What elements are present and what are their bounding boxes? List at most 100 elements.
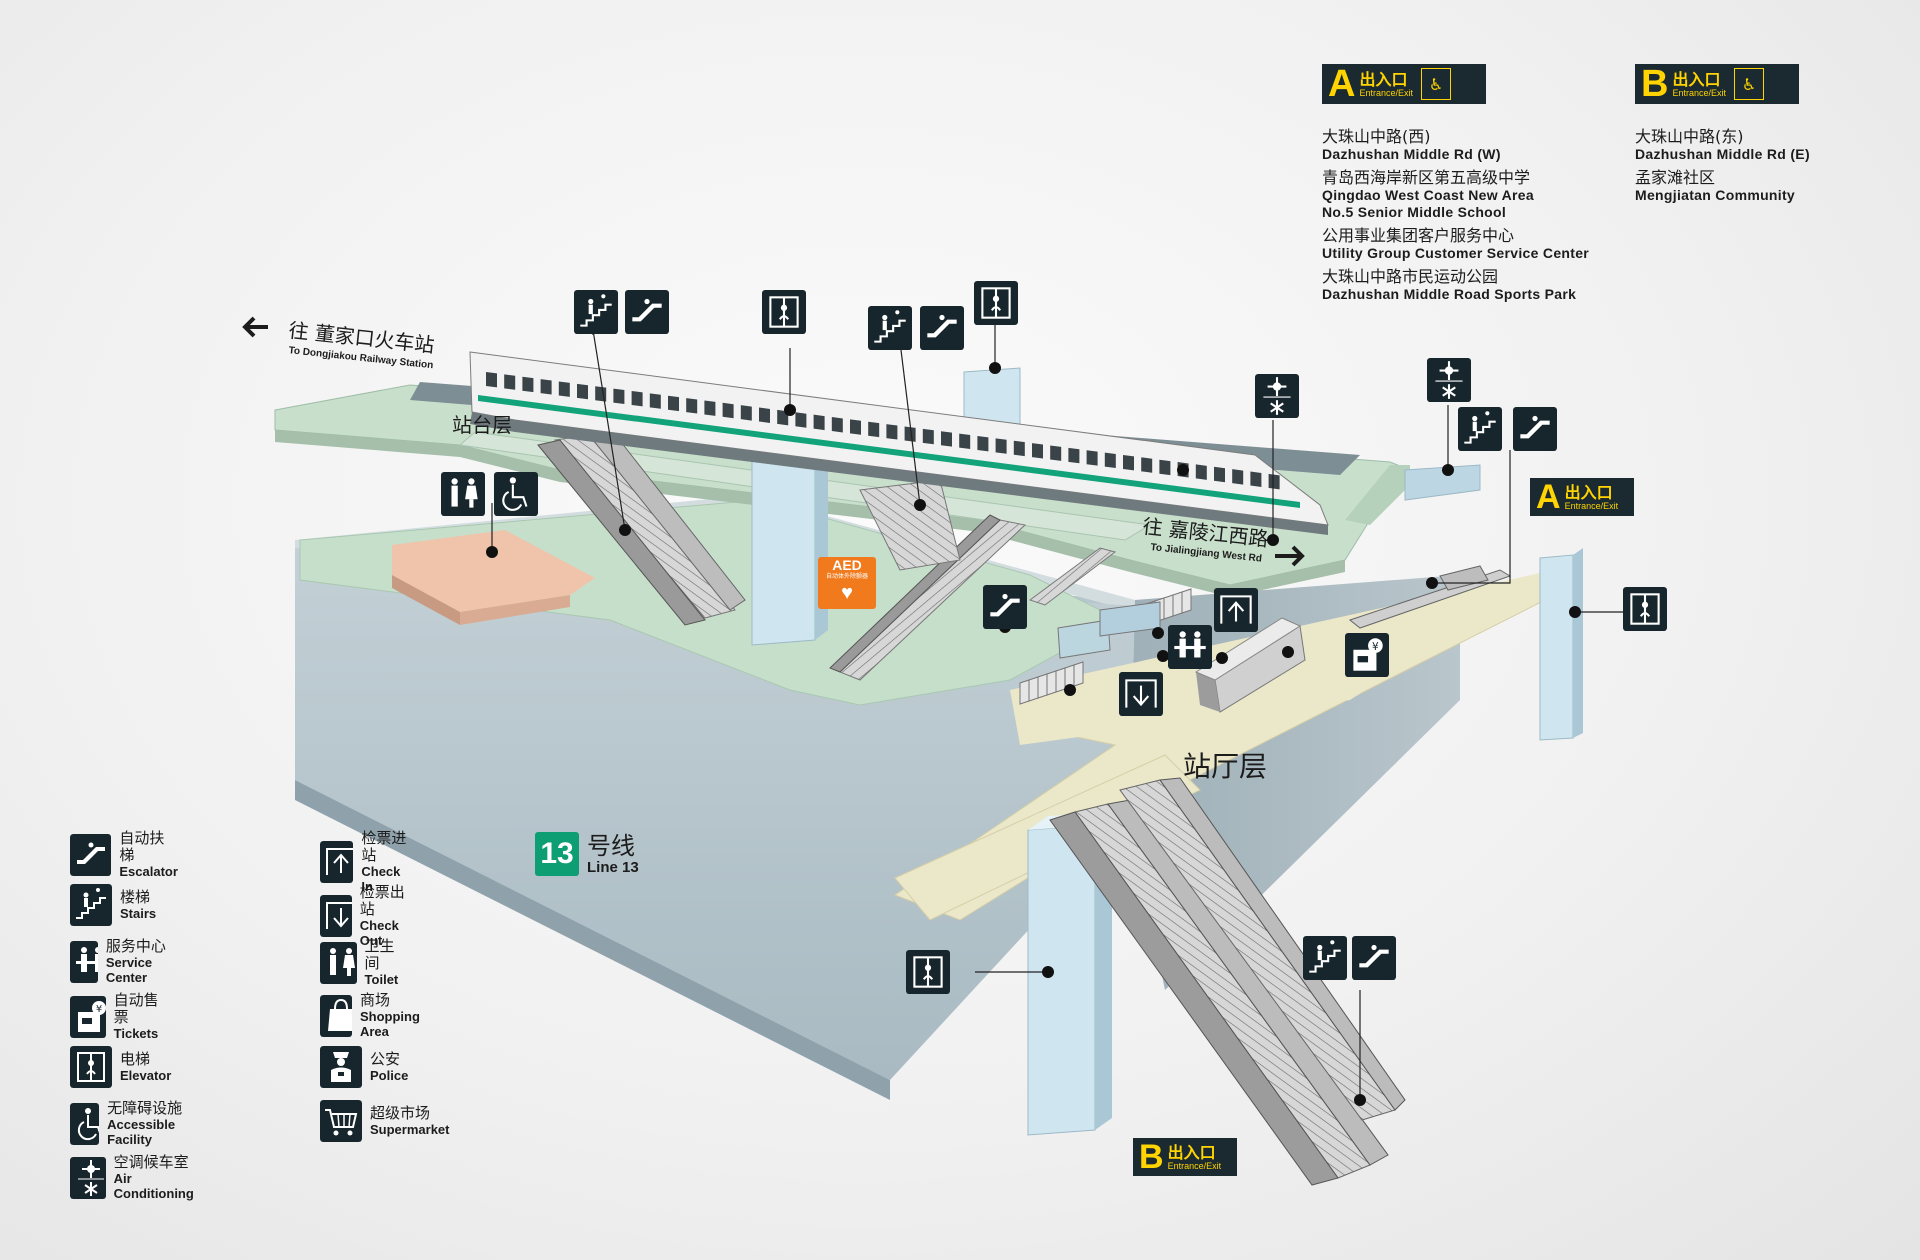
destination-item: 大珠山中路(西)Dazhushan Middle Rd (W) [1322, 127, 1501, 163]
train-window [759, 407, 770, 423]
train-window [1232, 469, 1244, 485]
stairs-icon [574, 290, 618, 334]
service-room [392, 530, 595, 625]
train-window [795, 412, 807, 428]
accessible-icon [494, 472, 538, 516]
callout-dot [1042, 966, 1054, 978]
fare-gate [1037, 673, 1048, 699]
escalator-icon [1513, 407, 1557, 451]
callout-dot [784, 404, 796, 416]
callout-dot [1216, 652, 1228, 664]
callout-dot [1442, 464, 1454, 476]
exit-a-letter: A [1328, 63, 1356, 105]
train-window [704, 400, 716, 416]
check-in-icon [1214, 588, 1258, 632]
check-in-icon [320, 841, 354, 883]
ticket-machine-icon [70, 995, 106, 1038]
stairs-icon [868, 306, 912, 350]
callout-dot [1282, 646, 1294, 658]
callout-dot [1354, 1094, 1366, 1106]
train-window [850, 419, 861, 435]
train-window [613, 388, 625, 404]
concourse-level-label: 站厅层 [1183, 750, 1267, 783]
police-icon [320, 1046, 362, 1088]
train-window [649, 393, 661, 409]
elevator-icon: ♿ [1420, 68, 1451, 100]
train-window [995, 438, 1007, 454]
exit-b-cn: 出入口 [1672, 69, 1721, 89]
train-window [686, 398, 698, 414]
train-window [1214, 466, 1225, 483]
aed-title: AED [832, 557, 862, 573]
ticket-machine-icon [1345, 633, 1389, 677]
check-out-icon [1119, 672, 1163, 716]
train-window [722, 402, 734, 419]
platform-level-label: 站台层 [452, 413, 512, 437]
heart-icon: ♥ [841, 582, 853, 604]
ticket-machines [1194, 617, 1306, 713]
aed-marker: AED 自动体外除颤器 ♥ [818, 557, 876, 609]
line-label-en: Line 13 [587, 858, 639, 876]
train-window [886, 424, 898, 440]
train-window [1195, 464, 1207, 480]
aed-subtitle: 自动体外除颤器 [825, 573, 868, 580]
train-window [1141, 457, 1153, 473]
toilet-icon [320, 941, 357, 984]
metro-train [469, 351, 1329, 535]
elevator-icon [974, 281, 1018, 325]
pillars [751, 367, 1583, 1136]
right-arrow-icon [1275, 545, 1305, 567]
fare-gate [1073, 661, 1084, 687]
exit-b-en: Entrance/Exit [1672, 87, 1726, 98]
train-window [486, 372, 497, 388]
exit-a-cn: 出入口 [1359, 69, 1408, 89]
train-window [504, 374, 516, 390]
air-conditioning-icon [70, 1156, 106, 1199]
train-window [922, 428, 934, 445]
escalator-icon [70, 833, 112, 876]
train-window [1250, 471, 1262, 487]
train-window [1123, 454, 1134, 471]
stairs-icon [1458, 407, 1502, 451]
callout-dot [1152, 627, 1164, 639]
train-window [577, 383, 588, 400]
train-window [904, 426, 916, 442]
callout-dot [1569, 606, 1581, 618]
exit-a-escalator [1348, 565, 1512, 629]
callout-dot [1177, 464, 1189, 476]
train-window [631, 390, 643, 407]
callout-dot [1426, 577, 1438, 589]
service-booth [1057, 601, 1161, 659]
train-window [959, 433, 971, 450]
callout-dot [486, 546, 498, 558]
exit-b-escalator [1049, 777, 1406, 1186]
train-window [1013, 440, 1025, 457]
train-window [668, 395, 679, 412]
escalator-icon [920, 306, 964, 350]
train-window [558, 381, 570, 397]
callout-dot [1267, 534, 1279, 546]
fare-gate [1028, 676, 1039, 702]
train-window [868, 421, 880, 438]
fare-gate [1046, 670, 1057, 696]
train-window [1068, 447, 1080, 464]
train-window [813, 414, 825, 431]
train-window [831, 417, 843, 433]
line-number-badge: 13 [535, 832, 579, 876]
line-label-cn: 号线 [587, 831, 635, 860]
exit-a-en: Entrance/Exit [1359, 87, 1413, 98]
